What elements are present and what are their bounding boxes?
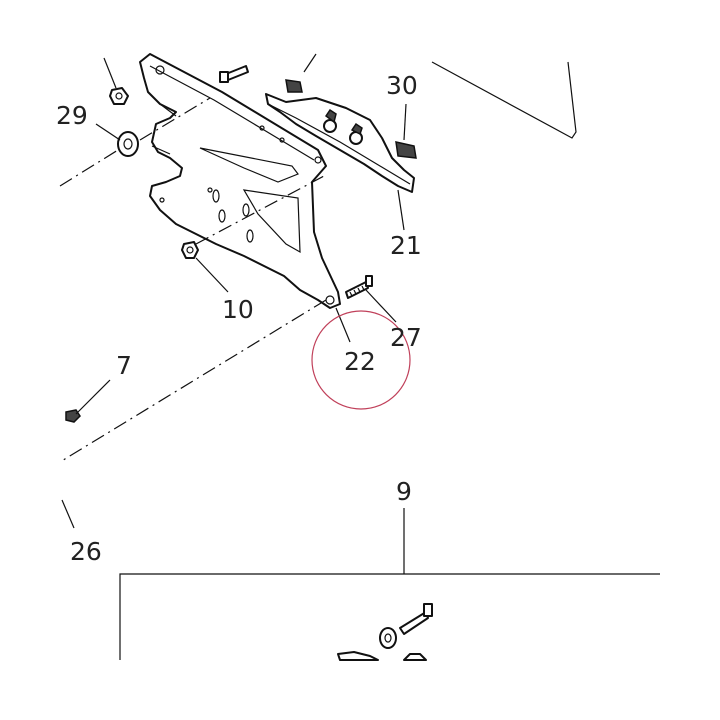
assembly-center-lines	[59, 97, 327, 463]
callout-27: 27	[390, 323, 422, 352]
callout-21: 21	[390, 231, 422, 260]
callout-29: 29	[56, 101, 88, 130]
callout-10: 10	[222, 295, 254, 324]
spacer-29	[117, 131, 139, 157]
sub-assembly-9-box	[119, 573, 660, 661]
callout-leader-lines	[61, 53, 407, 574]
main-bracket-22	[139, 53, 341, 309]
callout-26: 26	[70, 537, 102, 566]
callout-9: 9	[396, 477, 412, 506]
rubber-pad-30	[285, 79, 417, 159]
flange-nut-top	[109, 87, 129, 105]
screw-27	[345, 275, 373, 299]
nut-10	[181, 241, 199, 259]
callout-22: 22	[344, 347, 376, 376]
upper-right-panel-outline	[431, 61, 577, 139]
red-circle-highlight	[311, 310, 411, 410]
callout-30: 30	[386, 71, 418, 100]
side-bracket-21	[265, 93, 415, 193]
callout-7: 7	[116, 351, 132, 380]
bolt-top	[219, 65, 249, 83]
